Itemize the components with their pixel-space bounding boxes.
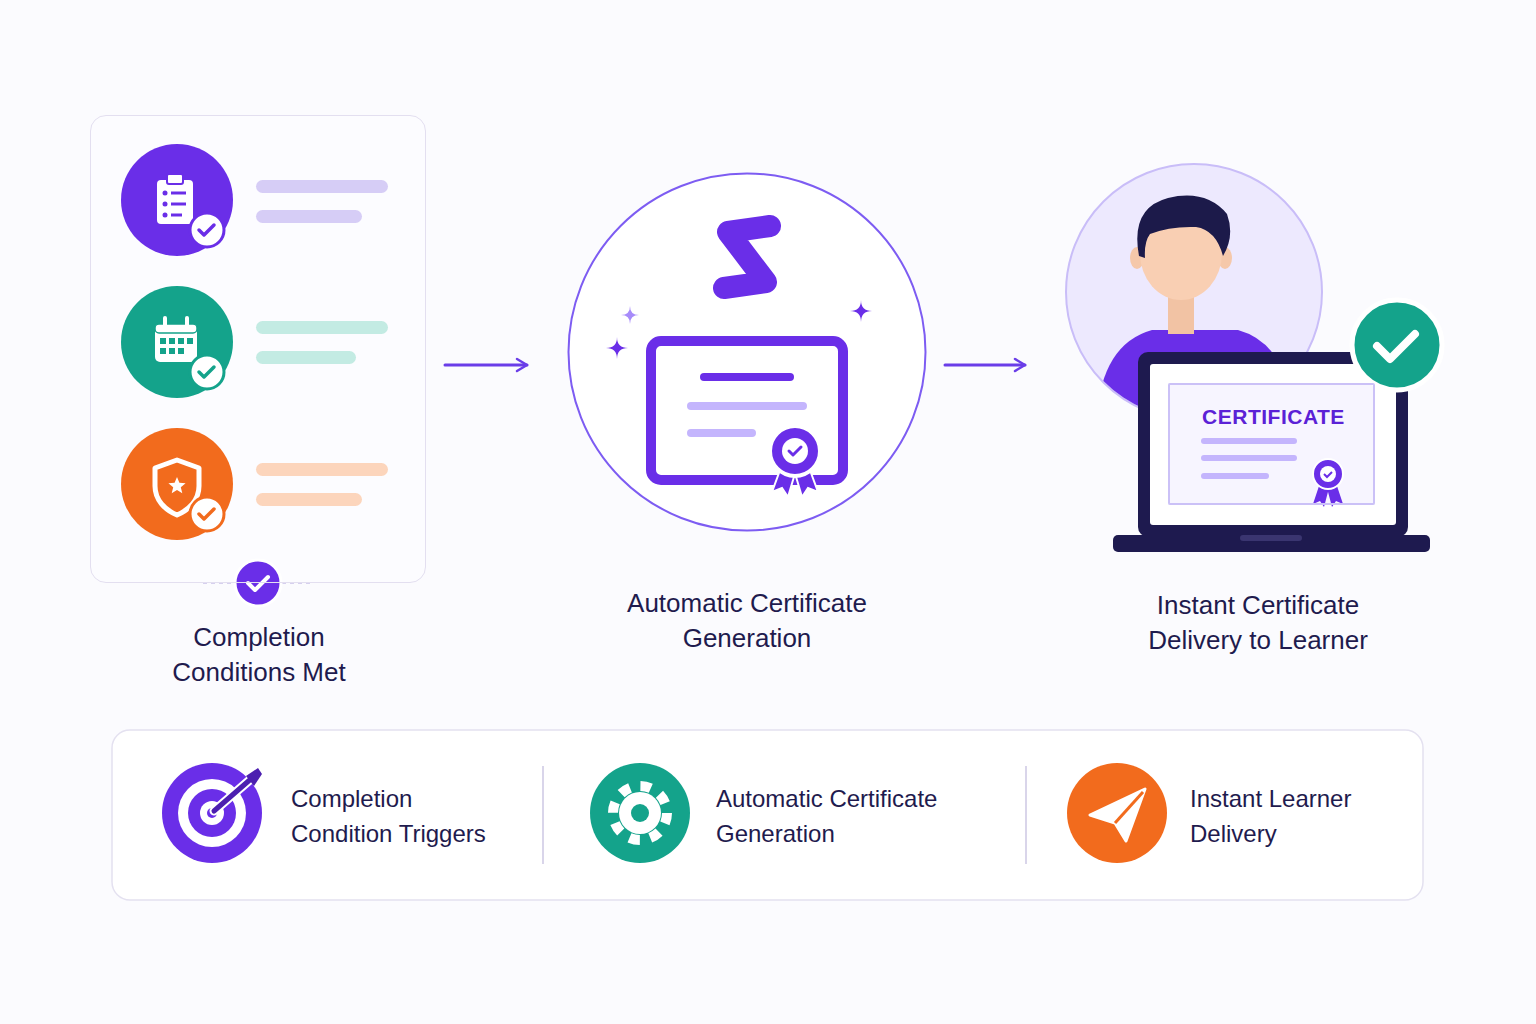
check-badge: [235, 560, 281, 606]
placeholder-bar: [256, 463, 388, 476]
condition-panel: Completion Conditions Met: [90, 115, 426, 583]
flow-arrow: [445, 364, 527, 367]
sparkle: [621, 306, 639, 324]
certificate-icon: [651, 341, 843, 497]
feature-band: [112, 730, 1423, 900]
placeholder-bar: [256, 321, 388, 334]
flow-arrow: [945, 364, 1025, 367]
circle-fill: [568, 173, 926, 531]
certificate-screen: CERTIFICATE: [1168, 383, 1375, 505]
sparkle: [606, 337, 628, 359]
feature-label: Automatic Certificate Generation: [716, 781, 996, 851]
node-text: Automatic Certificate Generation: [587, 586, 907, 656]
divider: [1025, 766, 1027, 864]
sparkle: [850, 300, 872, 322]
target-icon: [162, 763, 262, 863]
node-text: Instant Certificate Delivery to Learner: [1108, 588, 1408, 658]
send-icon: [1067, 763, 1167, 863]
circle-outline: [569, 174, 926, 531]
calendar-icon: [121, 286, 233, 398]
gear-icon: [590, 763, 690, 863]
brand-logo: [724, 226, 770, 288]
node-text: Completion Conditions Met: [139, 620, 379, 690]
shield-icon: [121, 428, 233, 540]
feature-label: Completion Condition Triggers: [291, 781, 511, 851]
node-text: CERTIFICATE: [1170, 399, 1377, 434]
placeholder-bar: [256, 210, 362, 223]
panel-fill: [90, 115, 426, 583]
placeholder-bar: [256, 351, 356, 364]
placeholder-bar: [256, 180, 388, 193]
feature-label: Instant Learner Delivery: [1190, 781, 1390, 851]
delivery-group: Instant Certificate Delivery to LearnerC…: [1040, 160, 1440, 580]
clipboard-icon: [121, 144, 233, 256]
divider: [542, 766, 544, 864]
generation-circle: Automatic Certificate Generation: [567, 172, 927, 532]
check-badge: [1352, 300, 1442, 390]
circle-outline: [567, 172, 927, 532]
placeholder-bar: [256, 493, 362, 506]
